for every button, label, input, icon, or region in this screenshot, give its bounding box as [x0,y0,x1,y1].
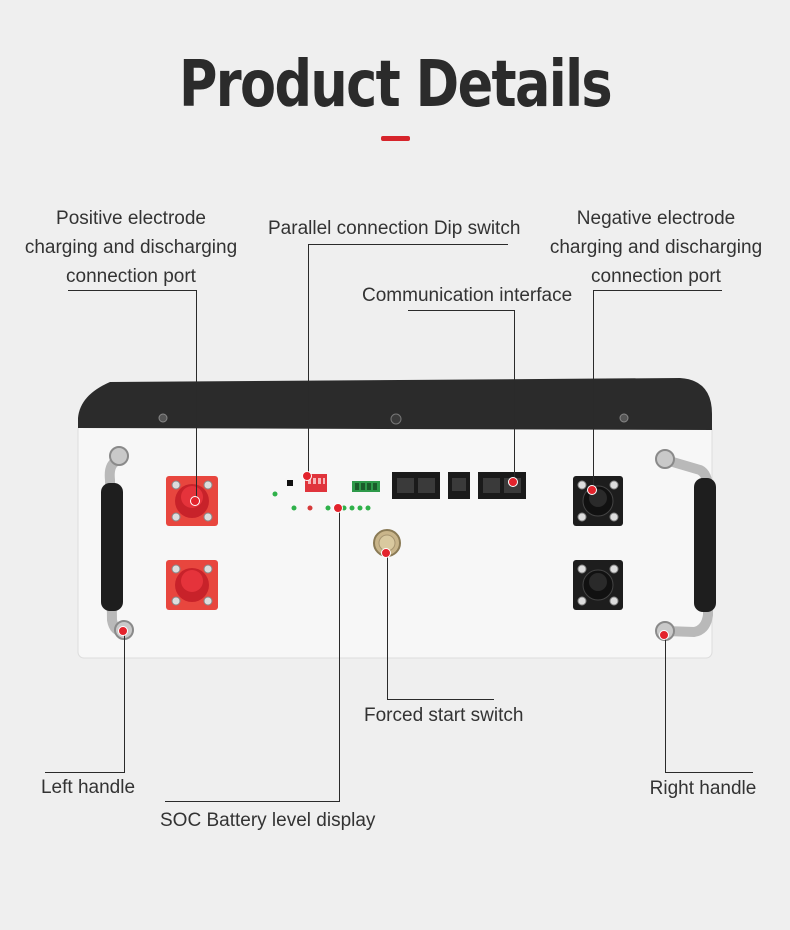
label-left-handle: Left handle [40,777,136,798]
marker-comm [508,477,518,487]
rj11-port [448,472,470,499]
marker-right-handle [659,630,669,640]
leader-left-handle-v [124,632,125,772]
leader-right-handle-h [665,772,753,773]
marker-soc [333,503,343,513]
leader-forced-h [387,699,494,700]
led-row-left [272,491,313,511]
marker-positive [190,496,200,506]
rj45-port-2 [478,472,526,499]
label-negative-line3: connection port [591,266,721,287]
leader-dip-v [308,244,309,477]
leader-forced-v [387,553,388,699]
top-screw-left [158,413,168,423]
label-communication: Communication interface [362,285,573,306]
green-terminal-block [352,481,380,492]
reset-button [287,480,293,486]
top-screw-right [619,413,629,423]
top-screw-center [390,413,402,425]
label-positive-line2: charging and discharging [24,237,238,258]
leader-soc-v [339,509,340,801]
title-underline [381,136,410,141]
label-soc-display: SOC Battery level display [160,810,376,831]
page-title: Product Details [178,48,613,122]
label-negative-line1: Negative electrode [576,208,736,229]
leader-positive-h [68,290,197,291]
negative-terminal-top [573,476,623,526]
label-positive-line3: connection port [66,266,196,287]
leader-dip-h [308,244,508,245]
leader-negative-h [593,290,722,291]
marker-left-handle [118,626,128,636]
leader-comm-v [514,310,515,482]
label-negative-line2: charging and discharging [549,237,763,258]
label-dip-switch: Parallel connection Dip switch [268,218,521,239]
positive-terminal-bottom [166,560,218,610]
label-positive-electrode: Positive electrode charging and discharg… [20,204,242,291]
rj45-port-1 [392,472,440,499]
marker-dip [302,471,312,481]
leader-positive-v [196,290,197,501]
leader-right-handle-v [665,636,666,772]
negative-terminal-bottom [573,560,623,610]
leader-left-handle-h [45,772,125,773]
battery-top-cover [78,378,712,430]
marker-forced [381,548,391,558]
leader-comm-h [408,310,515,311]
marker-negative [587,485,597,495]
label-positive-line1: Positive electrode [56,208,206,229]
label-forced-start: Forced start switch [364,705,524,726]
leader-soc-h [165,801,340,802]
label-right-handle: Right handle [649,778,757,799]
right-handle [655,449,716,641]
leader-negative-v [593,290,594,491]
label-negative-electrode: Negative electrode charging and discharg… [545,204,767,291]
